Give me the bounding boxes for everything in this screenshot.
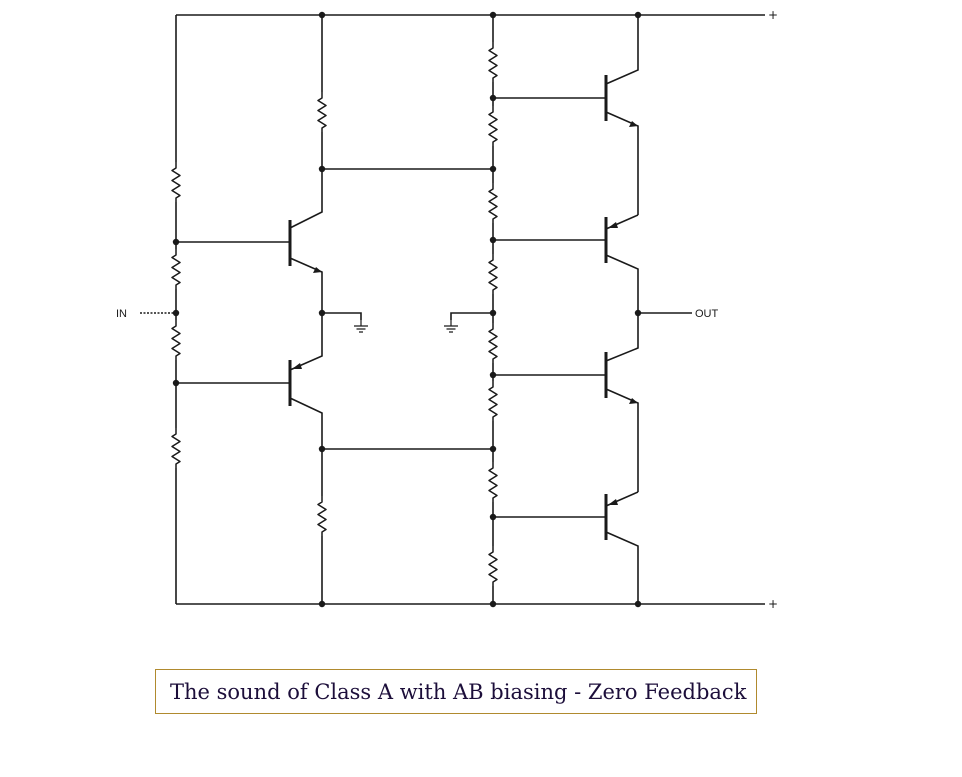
resistor-r2 [171, 248, 181, 290]
bottom-rail-terminal: + [768, 597, 778, 611]
resistor-r6 [317, 495, 327, 537]
resistor-r3 [171, 319, 181, 361]
input-label: IN [116, 308, 127, 320]
caption-text: The sound of Class A with AB biasing - Z… [170, 679, 747, 704]
resistor-r5 [317, 91, 327, 133]
junction-dots [172, 11, 642, 608]
input-bias-divider [171, 15, 181, 604]
driver-stage [176, 15, 369, 604]
bias-ladder [443, 15, 498, 604]
output-stage [493, 15, 692, 604]
output-label: OUT [695, 308, 719, 320]
resistor-r1 [171, 161, 181, 203]
top-rail-terminal: + [768, 8, 778, 22]
caption-box: The sound of Class A with AB biasing - Z… [155, 669, 757, 714]
resistor-r4 [171, 427, 181, 469]
